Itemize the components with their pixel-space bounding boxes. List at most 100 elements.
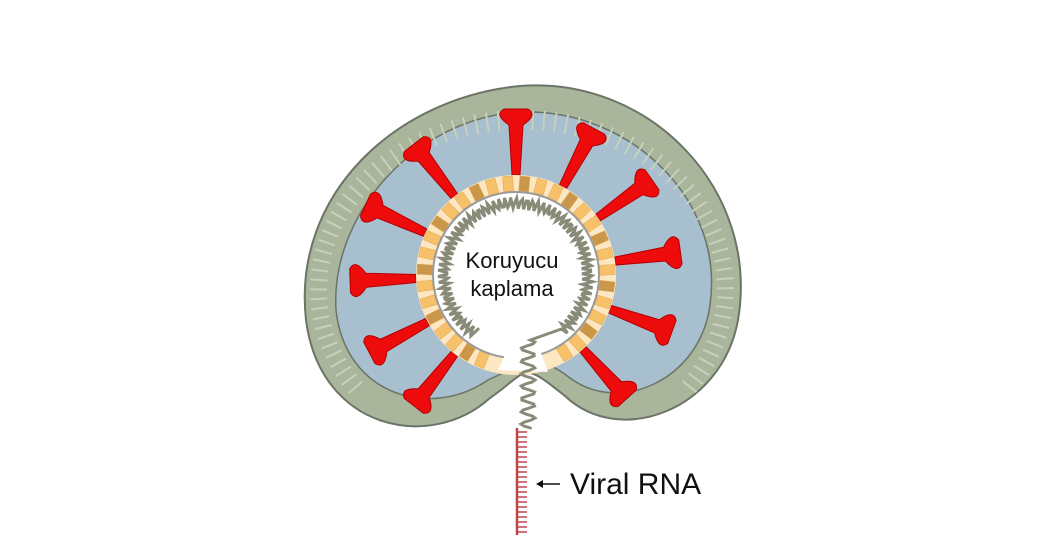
membrane-tick xyxy=(310,297,328,301)
membrane-tick xyxy=(705,228,722,237)
spike-protein xyxy=(403,136,459,200)
membrane-tick xyxy=(716,277,734,281)
membrane-tick xyxy=(311,268,329,273)
spike-protein xyxy=(363,317,431,366)
membrane-tick xyxy=(311,306,329,311)
membrane-tick xyxy=(563,114,570,135)
membrane-tick xyxy=(321,229,339,238)
membrane-tick xyxy=(336,201,352,214)
membrane-tick xyxy=(696,209,713,221)
capsid-segment xyxy=(416,263,433,276)
membrane-tick xyxy=(371,162,385,178)
membrane-tick xyxy=(342,193,358,206)
membrane-tick xyxy=(355,176,371,191)
membrane-tick xyxy=(706,340,724,349)
membrane-tick xyxy=(685,192,702,205)
membrane-tick xyxy=(531,110,535,131)
membrane-tick xyxy=(604,127,614,146)
spike-protein xyxy=(594,168,660,222)
membrane-tick xyxy=(318,238,336,247)
spike-protein xyxy=(607,304,677,346)
membrane-tick xyxy=(552,112,558,133)
capsid-segment xyxy=(416,279,434,292)
spike-protein xyxy=(359,191,428,238)
membrane-tick xyxy=(708,237,726,246)
capsid-segment xyxy=(594,294,613,310)
spike-protein xyxy=(349,264,417,298)
inner-core xyxy=(432,191,600,359)
capsid-segment xyxy=(590,230,610,247)
membrane-tick xyxy=(310,278,328,282)
membrane-tick xyxy=(379,155,393,172)
membrane-tick xyxy=(614,131,625,150)
membrane-tick xyxy=(650,154,663,171)
membrane-tick xyxy=(347,381,363,395)
inner-label-line1: Koruyucu xyxy=(466,248,559,273)
membrane-tick xyxy=(450,119,459,140)
inner-label-line2: kaplama xyxy=(470,276,554,301)
membrane-tick xyxy=(658,161,672,177)
capsid-segment xyxy=(598,279,616,293)
membrane-tick xyxy=(428,127,439,147)
membrane-tick xyxy=(701,218,718,229)
spike-protein xyxy=(613,236,683,269)
membrane-tick xyxy=(713,257,731,263)
coiled-rna xyxy=(434,192,599,430)
membrane-tick xyxy=(330,210,347,222)
membrane-tick xyxy=(681,380,698,393)
ring-gap xyxy=(498,340,548,372)
membrane-tick xyxy=(702,348,720,358)
capsid-segment xyxy=(555,343,574,362)
membrane-tick xyxy=(363,169,378,185)
membrane-tick xyxy=(712,322,730,330)
membrane-tick xyxy=(711,247,729,254)
membrane-tick xyxy=(641,147,654,165)
membrane-tick xyxy=(715,267,733,272)
membrane-tick xyxy=(314,323,332,331)
membrane-tick xyxy=(715,305,734,310)
membrane-tick xyxy=(679,183,695,198)
membrane-tick xyxy=(321,341,338,350)
membrane-tick xyxy=(388,148,402,166)
membrane-tick xyxy=(312,315,330,321)
membrane-tick xyxy=(496,111,501,132)
spike-proteins xyxy=(349,108,683,414)
membrane-tick xyxy=(687,372,704,385)
membrane-tick xyxy=(325,219,343,230)
capsid-segment xyxy=(518,175,531,193)
capsid-segment xyxy=(596,246,614,261)
membrane-tick xyxy=(439,123,449,143)
spike-protein xyxy=(558,122,607,190)
membrane-tick xyxy=(473,114,480,135)
capsid-segment xyxy=(599,264,616,276)
spike-protein xyxy=(579,345,638,408)
membrane-tick xyxy=(335,365,352,378)
membrane-tick xyxy=(716,296,734,300)
membrane-tick xyxy=(330,357,347,369)
membrane-tick xyxy=(341,373,357,386)
membrane-tick xyxy=(317,332,335,340)
membrane-tick xyxy=(632,142,645,160)
capsid-segment xyxy=(502,175,514,193)
spike-protein xyxy=(403,350,459,414)
membrane-tick xyxy=(714,314,732,320)
membrane-tick xyxy=(325,349,342,359)
membrane-tick xyxy=(348,184,364,199)
capsid-segment xyxy=(473,350,490,369)
membrane-tick xyxy=(484,112,490,133)
membrane-tick xyxy=(698,356,715,367)
left-arrow-icon xyxy=(536,480,560,488)
viral-rna-label: Viral RNA xyxy=(570,468,701,501)
membrane-tick xyxy=(691,200,708,213)
membrane-tick xyxy=(693,364,710,376)
membrane-tick xyxy=(709,331,727,339)
membrane-tick xyxy=(312,258,331,264)
membrane-tick xyxy=(461,116,469,137)
membrane-ticks xyxy=(309,109,735,395)
spike-protein xyxy=(499,108,533,176)
membrane-tick xyxy=(623,136,635,155)
capsid-segment xyxy=(572,202,592,221)
membrane-tick xyxy=(665,168,680,184)
